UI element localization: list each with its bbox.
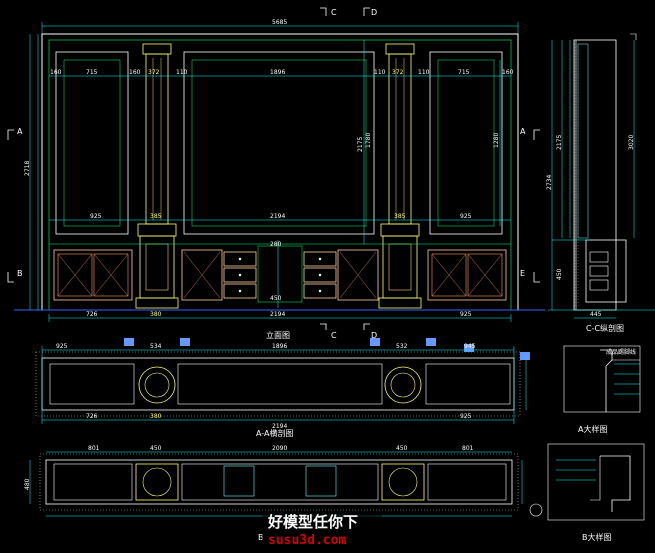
dim-bottom-right: 925 bbox=[460, 311, 472, 318]
aa-dim-g: 380 bbox=[150, 413, 162, 420]
dim-plinth: 280 bbox=[270, 241, 282, 248]
dim-right-height: 1280 bbox=[493, 133, 500, 148]
dim-side-frame-left: 160 bbox=[50, 69, 62, 76]
marker-a-right: A bbox=[520, 127, 526, 136]
b-dim-e: 801 bbox=[462, 445, 474, 452]
aa-dim-a: 925 bbox=[56, 343, 68, 350]
dim-pillar-left: 372 bbox=[148, 69, 160, 76]
dim-pillar-base-left: 385 bbox=[150, 213, 162, 220]
detail-a-label: A大样图 bbox=[578, 424, 607, 434]
section-b-view: 801 450 2090 450 801 480 B bbox=[24, 445, 543, 542]
dim-top-frame-mid: 110 bbox=[374, 69, 386, 76]
dim-lower-left: 925 bbox=[90, 213, 102, 220]
panel-upper-right bbox=[429, 51, 503, 235]
dim-bottom-pillar: 380 bbox=[150, 311, 162, 318]
section-cc-label: C-C纵剖图 bbox=[586, 323, 624, 333]
panel-upper-center-inner bbox=[191, 59, 367, 227]
dim-pillar-base-right: 385 bbox=[394, 213, 406, 220]
cc-dim-upper: 2175 bbox=[556, 135, 563, 150]
aa-dim-h: 726 bbox=[86, 413, 98, 420]
pillar-right bbox=[378, 43, 422, 309]
watermark-line2: susu3d.com bbox=[268, 533, 346, 548]
dim-lower-right: 925 bbox=[460, 213, 472, 220]
cabinet-center-right bbox=[303, 249, 379, 301]
dim-top-frame-left: 110 bbox=[176, 69, 188, 76]
dim-top-frame-right: 110 bbox=[418, 69, 430, 76]
marker-b-left: B bbox=[17, 269, 23, 278]
aa-dim-d: 532 bbox=[396, 343, 408, 350]
section-aa-view: 925 534 1896 532 945 2194 726 380 925 A-… bbox=[35, 338, 530, 438]
aa-dim-b: 534 bbox=[150, 343, 162, 350]
b-dim-b: 450 bbox=[150, 445, 162, 452]
marker-c-bottom: C bbox=[331, 331, 337, 340]
aa-dim-i: 925 bbox=[460, 413, 472, 420]
cc-dim-total: 2734 bbox=[546, 175, 553, 190]
marker-d-top: D bbox=[371, 8, 377, 17]
aa-dim-c: 1896 bbox=[272, 343, 287, 350]
dim-lower-center: 2194 bbox=[270, 213, 285, 220]
dim-inner-height: 2175 bbox=[357, 137, 364, 152]
watermark: 好模型任你下 susu3d.com bbox=[262, 511, 382, 549]
detail-a-view: 成品踢脚线 A大样图 bbox=[563, 345, 641, 434]
section-cc-view: 2734 2175 3020 450 445 C-C纵剖图 bbox=[546, 33, 655, 333]
dim-panel-right: 715 bbox=[458, 69, 470, 76]
column-left-aa bbox=[138, 366, 176, 404]
section-aa-label: A-A横剖图 bbox=[256, 428, 293, 438]
watermark-line1: 好模型任你下 bbox=[267, 513, 358, 531]
dim-side-frame-right: 160 bbox=[502, 69, 514, 76]
dim-overall-height: 2718 bbox=[24, 161, 31, 176]
panel-upper-center bbox=[183, 51, 375, 235]
dim-inner-center: 1780 bbox=[365, 133, 372, 148]
detail-b-label: B大样图 bbox=[582, 532, 612, 542]
elevation-view: C D A A B E C D 5685 715 372 1896 372 71… bbox=[7, 7, 545, 340]
b-dim-c: 2090 bbox=[272, 445, 287, 452]
cc-dim-lower: 450 bbox=[556, 268, 563, 280]
aa-dim-e: 945 bbox=[464, 343, 476, 350]
panel-upper-left bbox=[55, 51, 129, 235]
dim-overall-width: 5685 bbox=[272, 19, 287, 26]
b-dim-a: 801 bbox=[88, 445, 100, 452]
aa-dim-f: 2194 bbox=[272, 423, 287, 430]
dim-door-mid: 450 bbox=[270, 295, 282, 302]
cc-dim-depth: 445 bbox=[590, 311, 602, 318]
detail-b-view: B大样图 bbox=[547, 443, 645, 542]
dim-panel-left: 715 bbox=[86, 69, 98, 76]
cabinet-center-left bbox=[181, 249, 257, 301]
dim-side-frame-mid-left: 160 bbox=[129, 69, 141, 76]
cabinet-left bbox=[53, 249, 133, 301]
dim-bottom-center: 2194 bbox=[270, 311, 285, 318]
marker-e-right: E bbox=[520, 269, 525, 278]
section-b-label: B bbox=[258, 533, 264, 542]
dim-pillar-right: 372 bbox=[392, 69, 404, 76]
marker-d-bottom: D bbox=[371, 331, 377, 340]
elevation-label: 立面图 bbox=[266, 330, 290, 340]
pillar-left bbox=[135, 43, 179, 309]
column-right-aa bbox=[384, 366, 422, 404]
elevation-inner-frame bbox=[48, 39, 512, 311]
dim-bottom-left: 726 bbox=[86, 311, 98, 318]
dim-center: 1896 bbox=[270, 69, 285, 76]
panel-upper-left-inner bbox=[63, 59, 121, 227]
cc-dim-inner: 3020 bbox=[628, 135, 635, 150]
b-dim-d: 450 bbox=[396, 445, 408, 452]
panel-upper-right-inner bbox=[437, 59, 495, 227]
cabinet-right bbox=[427, 249, 507, 301]
marker-c-top: C bbox=[331, 8, 337, 17]
b-dim-f: 480 bbox=[24, 478, 31, 490]
marker-a-left: A bbox=[17, 127, 23, 136]
detail-a-note: 成品踢脚线 bbox=[606, 348, 636, 356]
